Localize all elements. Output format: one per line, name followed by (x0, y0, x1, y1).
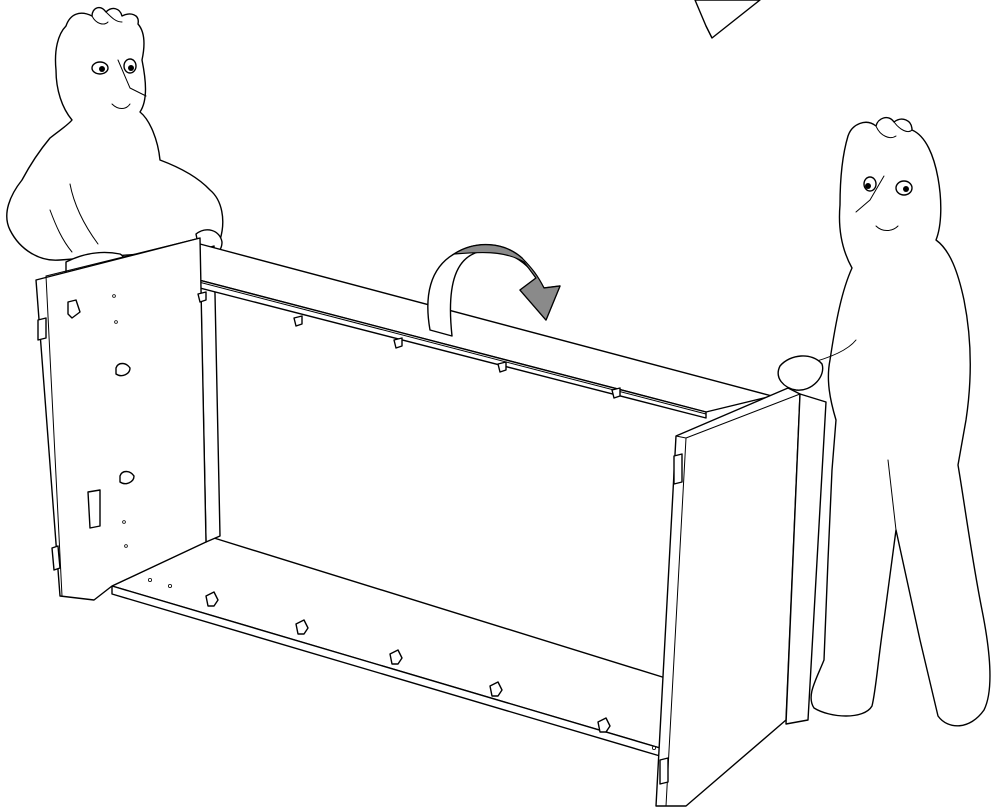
person-left-icon (7, 8, 223, 281)
board-panel-icon (695, 0, 760, 38)
